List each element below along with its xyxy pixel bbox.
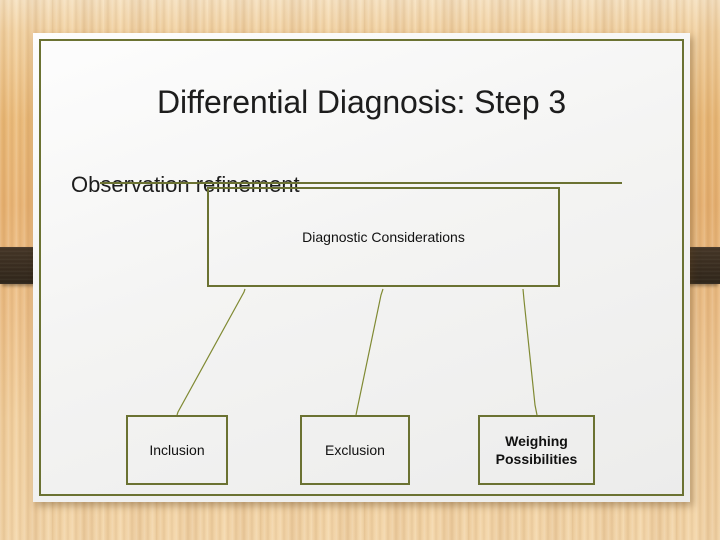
node-inclusion-label: Inclusion bbox=[149, 442, 205, 458]
node-weighing-label-line2: Possibilities bbox=[495, 451, 578, 467]
slide-border-frame bbox=[39, 39, 684, 496]
node-weighing-label-line1: Weighing bbox=[505, 433, 568, 449]
node-root-label: Diagnostic Considerations bbox=[302, 229, 465, 245]
node-weighing-label: Weighing Possibilities bbox=[496, 432, 578, 468]
node-inclusion[interactable]: Inclusion bbox=[126, 415, 228, 485]
node-diagnostic-considerations[interactable]: Diagnostic Considerations bbox=[207, 187, 560, 287]
node-weighing-possibilities[interactable]: Weighing Possibilities bbox=[478, 415, 595, 485]
slide-subtitle: Observation refinement bbox=[71, 172, 300, 197]
slide-panel: Differential Diagnosis: Step 3 Observati… bbox=[33, 33, 690, 502]
node-exclusion-label: Exclusion bbox=[325, 442, 385, 458]
page-title: Differential Diagnosis: Step 3 bbox=[156, 84, 567, 120]
node-exclusion[interactable]: Exclusion bbox=[300, 415, 410, 485]
